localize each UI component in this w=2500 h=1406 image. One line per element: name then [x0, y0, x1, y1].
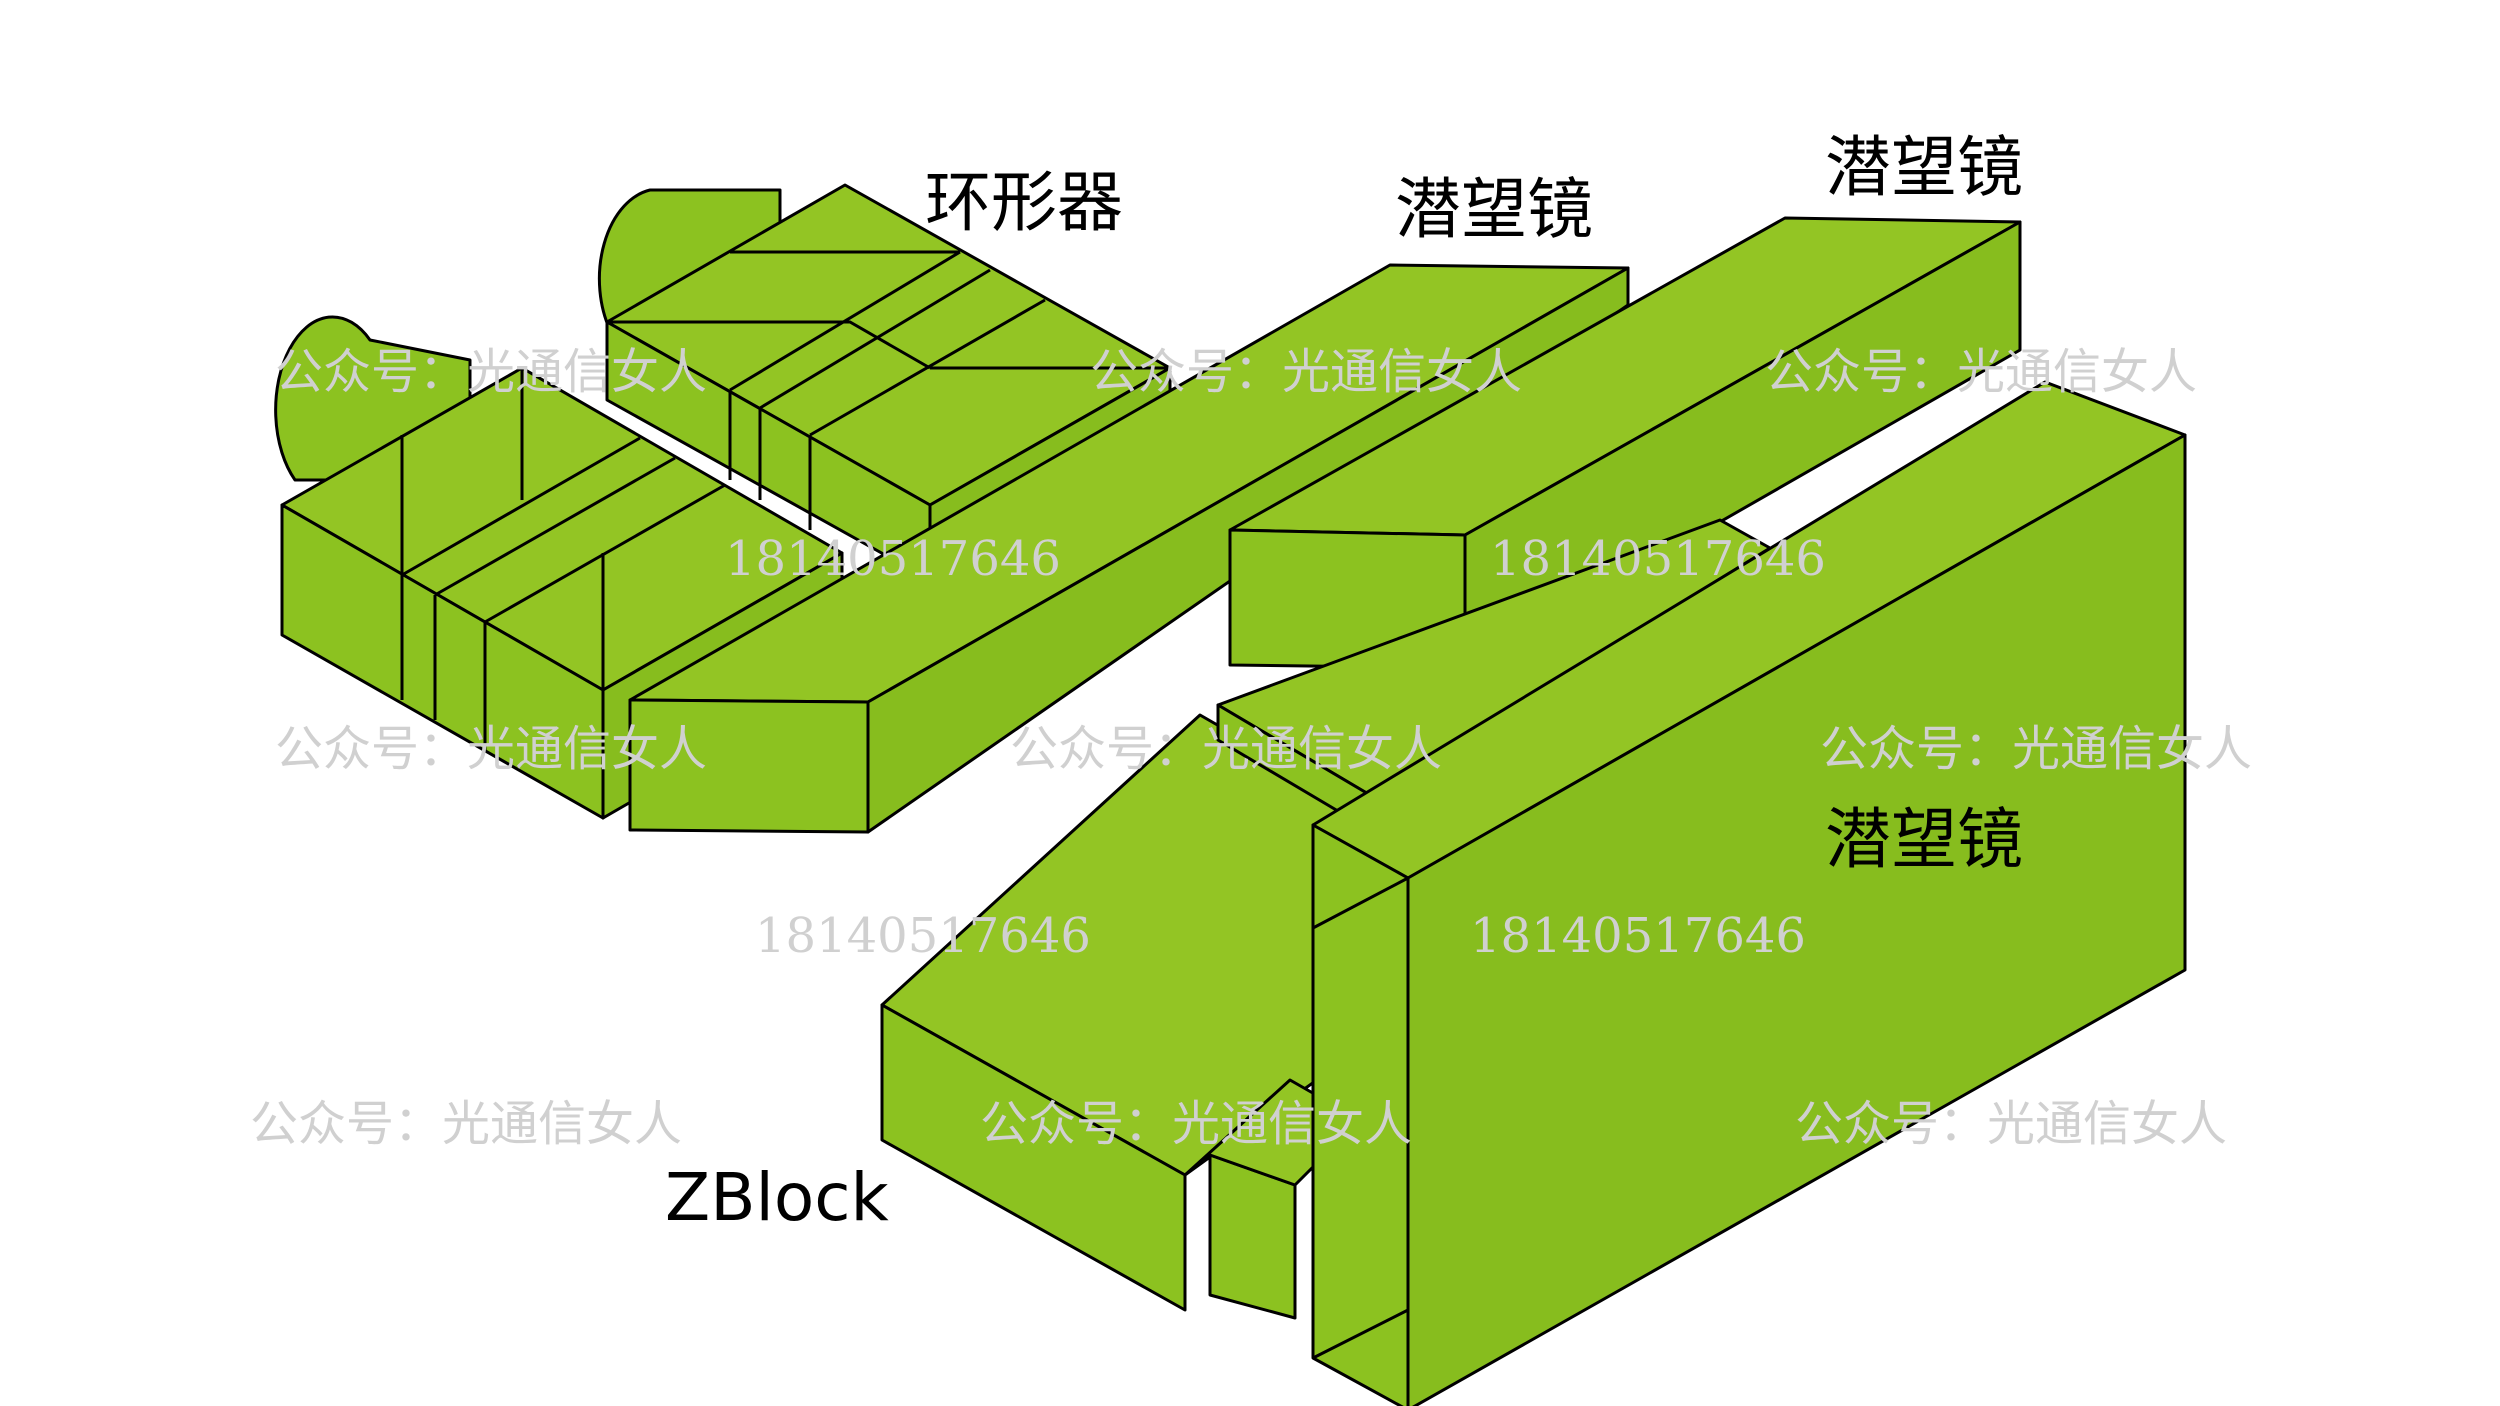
watermark-phone: 18140517646 — [725, 531, 1061, 587]
label-ring-shaper: 环形器 — [925, 164, 1123, 241]
zblock-front — [880, 1003, 1187, 1312]
watermarks: 公众号：光通信女人 公众号：光通信女人 公众号：光通信女人 1814051764… — [250, 344, 2252, 1152]
circulator-front-band-3 — [401, 436, 641, 577]
circulator-front-band-4 — [434, 456, 676, 597]
circulator-back — [597, 183, 1172, 582]
watermark-account: 公众号：光通信女人 — [1010, 721, 1442, 777]
component-labels: 环形器 潜望镜 潜望镜 潜望镜 ZBlock — [665, 129, 2023, 1236]
label-zblock: ZBlock — [665, 1159, 889, 1236]
watermark-account: 公众号：光通信女人 — [275, 344, 707, 400]
periscope-big-side — [1406, 433, 2187, 1406]
periscope-big-edge-2 — [1312, 1308, 1409, 1360]
watermark-account: 公众号：光通信女人 — [250, 1096, 682, 1152]
periscope-big-front — [1311, 823, 1410, 1406]
watermark-account: 公众号：光通信女人 — [1820, 721, 2252, 777]
label-periscope-right: 潜望镜 — [1825, 129, 2023, 206]
label-periscope-big: 潜望镜 — [1825, 801, 2023, 878]
watermark-phone: 18140517646 — [1490, 531, 1826, 587]
watermark-phone: 18140517646 — [1470, 908, 1806, 964]
watermark-account: 公众号：光通信女人 — [980, 1096, 1412, 1152]
watermark-phone: 18140517646 — [755, 908, 1091, 964]
watermark-account: 公众号：光通信女人 — [275, 721, 707, 777]
circulator-back-band-3 — [759, 268, 991, 410]
zblock — [880, 518, 1772, 1320]
circulator-back-band-6 — [607, 320, 931, 370]
label-periscope-long: 潜望镜 — [1395, 171, 1593, 248]
watermark-account: 公众号：光通信女人 — [1765, 344, 2197, 400]
periscope-right — [1228, 216, 2022, 670]
watermark-account: 公众号：光通信女人 — [1090, 344, 1522, 400]
periscope-big-edge-1 — [1312, 876, 1409, 930]
watermark-account: 公众号：光通信女人 — [1795, 1096, 2227, 1152]
periscope-big — [1311, 380, 2187, 1406]
circulator-front-band-5 — [484, 483, 726, 624]
